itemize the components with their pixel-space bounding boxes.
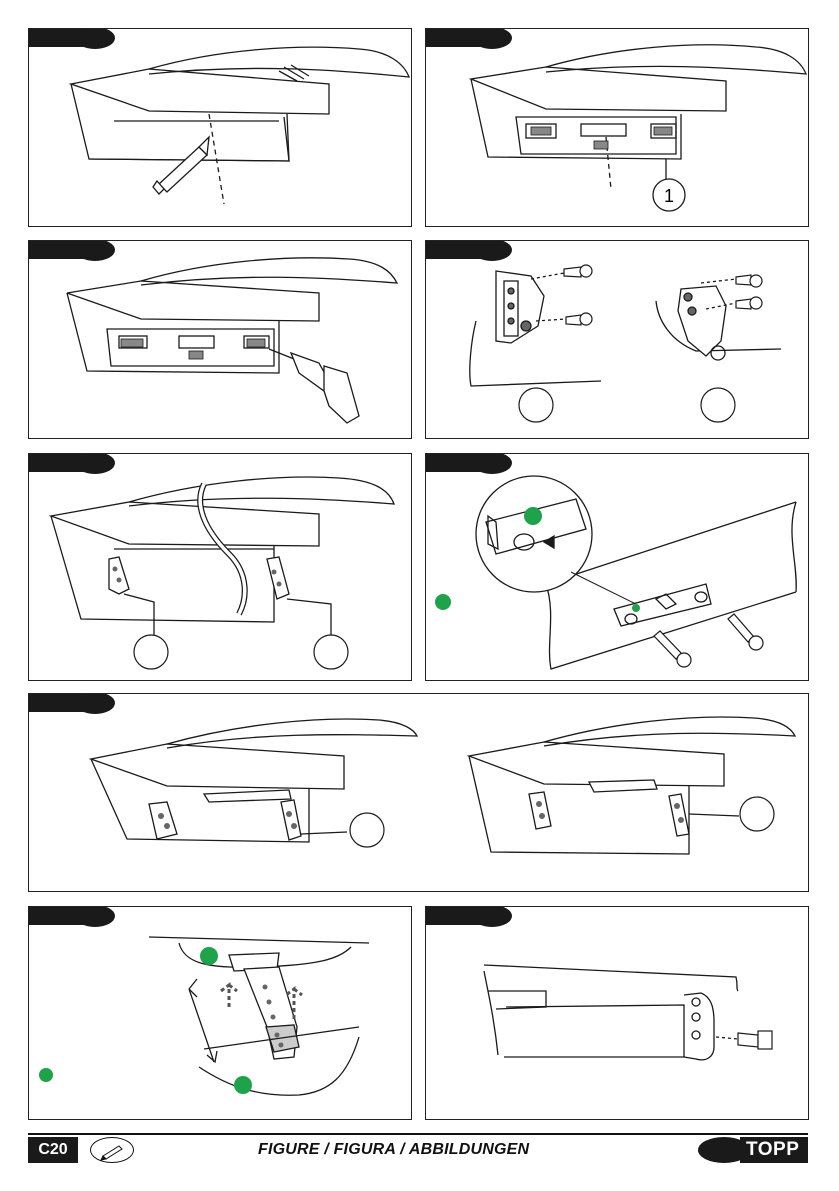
- cabinet-pair-illustration: [29, 694, 809, 892]
- figure-panel-3: [28, 240, 412, 439]
- legend-green-marker: [39, 1068, 53, 1082]
- page-code: C20: [28, 1137, 78, 1163]
- page-footer: C20 FIGURE / FIGURA / ABBILDUNGEN TOPP: [28, 1133, 808, 1163]
- figure-panel-7: [28, 693, 809, 892]
- figure-panel-1: [28, 28, 412, 227]
- callout-circle: [350, 813, 384, 847]
- footer-rule: [28, 1133, 808, 1135]
- footer-title: FIGURE / FIGURA / ABBILDUNGEN: [258, 1141, 529, 1159]
- callout-number: 1: [664, 186, 674, 206]
- screw-icon: [564, 265, 762, 325]
- callout-circle: [134, 635, 168, 669]
- cabinet-illustration: [29, 241, 412, 439]
- screwdriver-icon: [269, 349, 359, 423]
- green-marker: [632, 604, 640, 612]
- callout-circle: [701, 388, 735, 422]
- figure-panel-2: 1: [425, 28, 809, 227]
- screw-icon: [738, 1031, 772, 1049]
- cabinet-profile-illustration: [426, 907, 809, 1120]
- figure-panel-9: [425, 906, 809, 1120]
- gas-strut-illustration: [29, 907, 412, 1120]
- green-marker: [200, 947, 218, 965]
- bracket-detail-illustration: [426, 454, 809, 681]
- figure-panel-8: [28, 906, 412, 1120]
- brand-logo: TOPP: [746, 1138, 799, 1162]
- legend-green-marker: [435, 594, 451, 610]
- screw-icon: [654, 614, 763, 667]
- cabinet-illustration: [29, 454, 412, 681]
- callout-circle: [314, 635, 348, 669]
- callout-circle: [519, 388, 553, 422]
- bracket-illustration: [426, 241, 809, 439]
- callout-circle: [740, 797, 774, 831]
- pencil-icon: [90, 1137, 134, 1163]
- cabinet-illustration: [29, 29, 412, 227]
- figure-panel-5: [28, 453, 412, 681]
- figure-panel-6: [425, 453, 809, 681]
- green-marker: [234, 1076, 252, 1094]
- figure-panel-4: [425, 240, 809, 439]
- green-marker: [524, 507, 542, 525]
- cabinet-illustration: 1: [426, 29, 809, 227]
- pencil-icon: [153, 137, 209, 194]
